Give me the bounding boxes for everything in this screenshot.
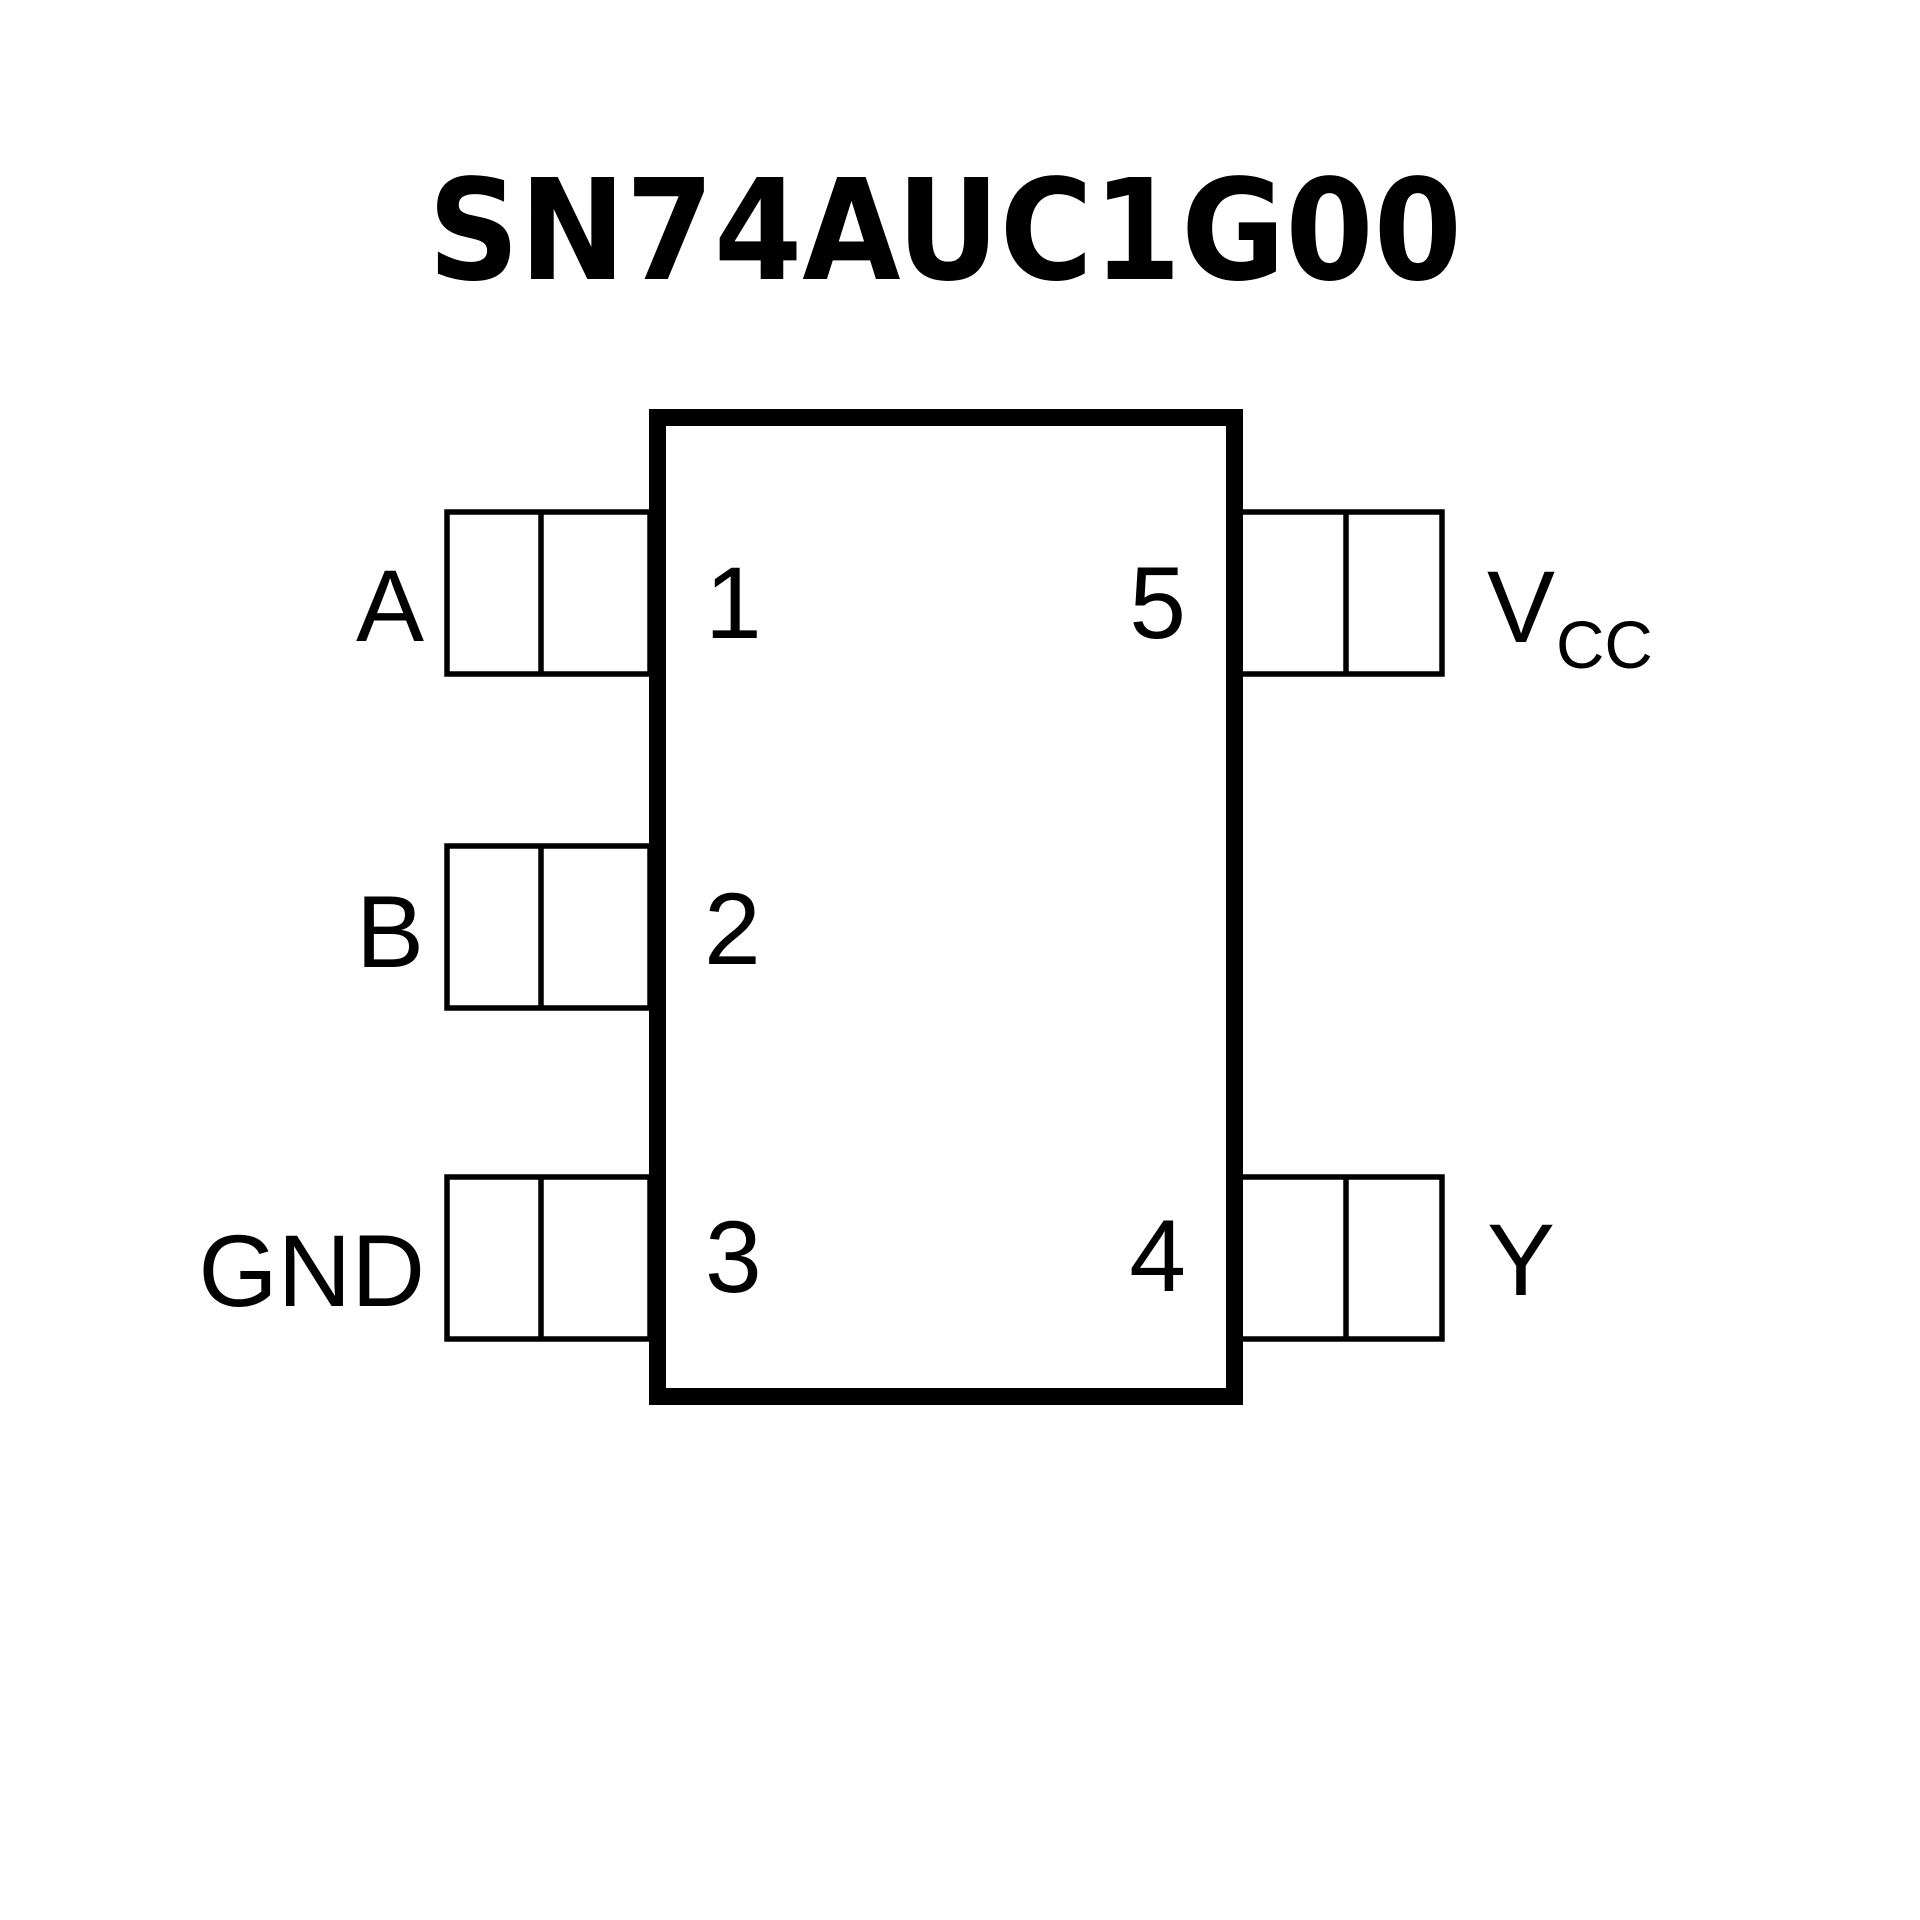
pin-3-lead (444, 1174, 653, 1342)
pin-4-number: 4 (1129, 1199, 1186, 1313)
pin-5-name-subscript: CC (1556, 608, 1653, 683)
pin-3-number: 3 (705, 1200, 762, 1314)
pin-3-name: GND (198, 1214, 425, 1328)
chip-title: SN74AUC1G00 (428, 150, 1462, 313)
pin-4-lead (1237, 1174, 1445, 1342)
pin-1-name: A (356, 549, 424, 663)
chip-body (649, 409, 1243, 1405)
pin-5-lead (1237, 509, 1445, 677)
pin-5-number: 5 (1129, 546, 1186, 660)
pin-5-name-main: V (1487, 550, 1555, 664)
pin-4-name: Y (1487, 1203, 1555, 1317)
pin-1-lead (444, 509, 653, 677)
pin-2-name: B (356, 875, 424, 989)
pin-5-name: V CC (1487, 550, 1653, 683)
pin-2-number: 2 (704, 872, 761, 986)
pin-2-lead (444, 843, 653, 1011)
pin-1-number: 1 (705, 546, 762, 660)
